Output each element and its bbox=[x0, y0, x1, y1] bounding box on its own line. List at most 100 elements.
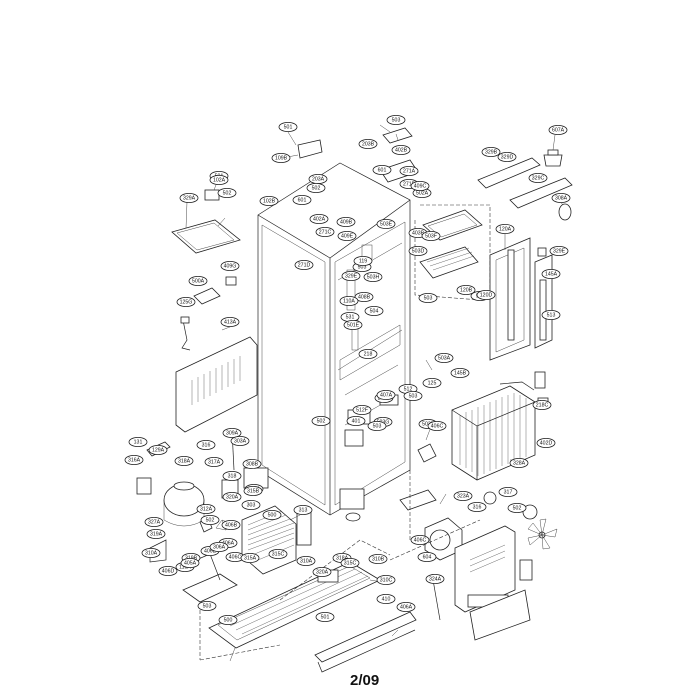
part-number: 315A bbox=[244, 555, 257, 561]
part-number: 110A bbox=[343, 298, 355, 304]
part-number: 218C bbox=[536, 402, 549, 408]
part-callout: 145A bbox=[541, 268, 561, 279]
evaporator bbox=[451, 381, 536, 481]
part-callout: 312A bbox=[196, 503, 216, 514]
part-number: 310B bbox=[372, 556, 385, 562]
part-callout: 406D bbox=[158, 566, 178, 577]
part-number: 607A bbox=[552, 127, 565, 133]
part-number: 218 bbox=[364, 351, 373, 357]
part-number: 102B bbox=[263, 198, 276, 204]
part-callout: 125G bbox=[176, 296, 196, 307]
part-callout: 329B bbox=[481, 146, 501, 157]
part-number: 203A bbox=[312, 176, 325, 182]
part-number: 513 bbox=[547, 312, 556, 318]
part-callout: 329A bbox=[179, 192, 199, 203]
part-callout: 500A bbox=[188, 275, 208, 286]
part-number: 406C bbox=[414, 537, 427, 543]
part-callout: 145B bbox=[450, 367, 470, 378]
part-callout: 503D bbox=[408, 245, 428, 256]
part-number: 120B bbox=[460, 287, 473, 293]
part-callout: 503 bbox=[418, 292, 438, 303]
part-number: 604 bbox=[423, 554, 432, 560]
part-number: 503E bbox=[380, 221, 393, 227]
part-number: 320A bbox=[316, 569, 329, 575]
part-number: 203B bbox=[362, 141, 375, 147]
part-number: 109B bbox=[275, 155, 288, 161]
part-number: 317 bbox=[504, 489, 513, 495]
callout-labels: 501109B203B503402B601607A271A271B329B329… bbox=[124, 115, 571, 626]
part-number: 409B bbox=[340, 219, 353, 225]
part-callout: 601 bbox=[372, 164, 392, 175]
part-callout: 329D bbox=[497, 151, 517, 162]
part-callout: 102B bbox=[259, 195, 279, 206]
part-callout: 604 bbox=[417, 552, 437, 563]
part-number: 503F bbox=[422, 421, 434, 427]
part-callout: 502 bbox=[311, 415, 331, 426]
part-callout: 120D bbox=[476, 289, 496, 300]
part-number: 403B bbox=[412, 230, 425, 236]
part-number: 502 bbox=[223, 190, 232, 196]
part-number: 406A bbox=[400, 604, 413, 610]
part-callout: 310A bbox=[296, 556, 316, 567]
part-callout: 271C bbox=[315, 226, 335, 237]
part-number: 320A bbox=[226, 494, 239, 500]
page-number-label: 2/09 bbox=[350, 672, 380, 689]
part-callout: 502 bbox=[200, 515, 220, 526]
part-number: 129A bbox=[152, 447, 165, 453]
part-callout: 131 bbox=[128, 436, 148, 447]
part-number: 316 bbox=[473, 504, 482, 510]
part-number: 328A bbox=[513, 460, 526, 466]
part-number: 315C bbox=[344, 560, 357, 566]
part-number: 503 bbox=[358, 264, 367, 270]
part-callout: 303A bbox=[230, 435, 250, 446]
cabinet bbox=[257, 162, 411, 516]
part-callout: 402B bbox=[391, 144, 411, 155]
part-callout: 502 bbox=[217, 187, 237, 198]
part-number: 102A bbox=[213, 177, 226, 183]
part-number: 503 bbox=[373, 423, 382, 429]
part-number: 413A bbox=[224, 319, 237, 325]
part-number: 319A bbox=[150, 531, 163, 537]
part-number: 402A bbox=[313, 216, 326, 222]
part-number: 318A bbox=[336, 555, 349, 561]
part-callout: 327A bbox=[144, 517, 164, 528]
part-callout: 329C bbox=[528, 172, 548, 183]
part-number: 329A bbox=[183, 195, 196, 201]
part-number: 406B bbox=[225, 522, 238, 528]
part-callout: 319A bbox=[146, 529, 166, 540]
lower-center-parts bbox=[314, 394, 558, 673]
part-callout: 315B bbox=[243, 485, 263, 496]
part-number: 120D bbox=[480, 292, 493, 298]
part-number: 313 bbox=[299, 507, 308, 513]
part-number: 308A bbox=[555, 195, 568, 201]
part-callout: 601 bbox=[292, 194, 312, 205]
part-number: 402D bbox=[540, 440, 553, 446]
part-callout: 409B bbox=[336, 216, 356, 227]
part-callout: 503F bbox=[421, 230, 441, 241]
part-callout: 408B bbox=[354, 291, 374, 302]
part-callout: 129A bbox=[148, 444, 168, 455]
part-callout: 316 bbox=[196, 439, 216, 450]
part-number: 512F bbox=[356, 407, 368, 413]
part-number: 502 bbox=[206, 517, 215, 523]
part-callout: 120A bbox=[495, 223, 515, 234]
part-callout: 315C bbox=[268, 549, 288, 560]
part-number: 502 bbox=[317, 418, 326, 424]
part-callout: 503H bbox=[363, 271, 383, 282]
part-number: 312A bbox=[200, 506, 213, 512]
part-number: 323A bbox=[457, 493, 470, 499]
part-number: 324A bbox=[429, 576, 442, 582]
part-number: 406E bbox=[204, 548, 217, 554]
part-callout: 271D bbox=[294, 259, 314, 270]
part-number: 503D bbox=[412, 248, 425, 254]
part-callout: 607A bbox=[548, 125, 568, 136]
part-callout: 406A bbox=[396, 602, 416, 613]
part-number: 503H bbox=[367, 274, 380, 280]
part-callout: 119 bbox=[353, 255, 373, 266]
part-number: 315B bbox=[247, 488, 260, 494]
part-callout: 503 bbox=[367, 420, 387, 431]
part-number: 503 bbox=[409, 393, 418, 399]
part-callout: 316 bbox=[467, 501, 487, 512]
part-number: 316 bbox=[202, 442, 211, 448]
part-number: 310A bbox=[300, 558, 313, 564]
